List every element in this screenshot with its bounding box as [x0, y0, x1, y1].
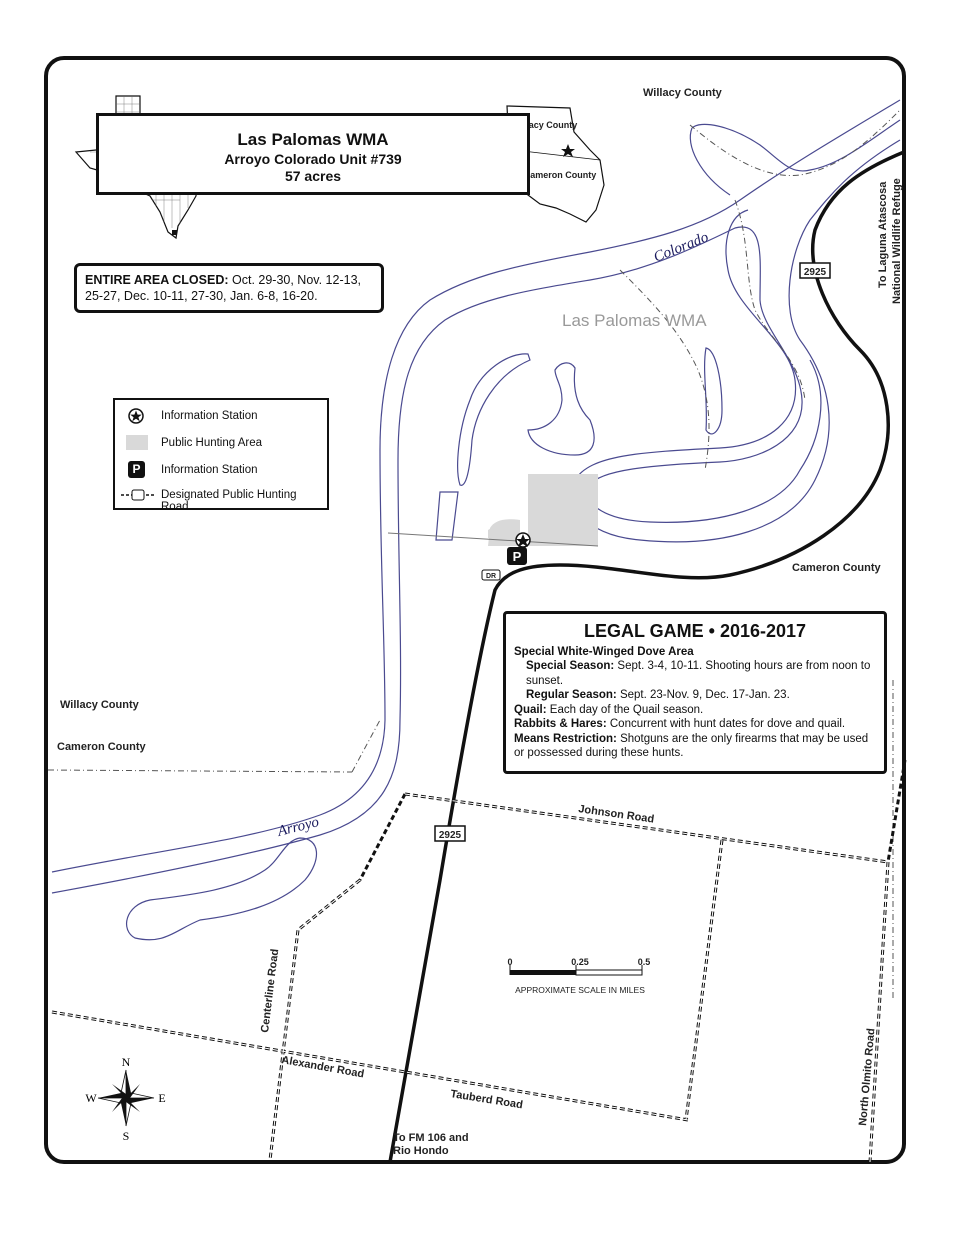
scale-bar: 0 0.25 0.5 APPROXIMATE SCALE IN MILES	[507, 957, 650, 995]
label-willacy-left: Willacy County	[60, 699, 140, 711]
map-frame	[44, 56, 906, 1164]
label-wma: Las Palomas WMA	[562, 311, 707, 330]
compass-rose-icon: N S E W	[85, 1055, 165, 1143]
svg-text:W: W	[85, 1091, 97, 1105]
oxbow-lake	[457, 353, 531, 486]
info-station-star	[515, 532, 531, 548]
legal-game-box: LEGAL GAME • 2016-2017 Special White-Win…	[503, 611, 887, 774]
svg-text:2925: 2925	[439, 830, 462, 841]
svg-text:N: N	[122, 1055, 131, 1069]
label-laguna-1: To Laguna Atascosa	[877, 181, 889, 288]
legal-game-title: LEGAL GAME • 2016-2017	[583, 621, 807, 641]
hwy-shield-top: 2925	[799, 262, 831, 279]
legend-item-info-station: Information Station	[115, 406, 327, 426]
unit-subtitle: Arroyo Colorado Unit #739	[224, 151, 402, 167]
regular-season: Regular Season: Sept. 23-Nov. 9, Dec. 17…	[526, 689, 790, 701]
quail-season: Quail: Each day of the Quail season.	[514, 703, 704, 716]
means-restriction: Means Restriction: Shotguns are the only…	[514, 732, 869, 760]
dr-marker: DR	[481, 569, 501, 581]
label-fm106-2: Rio Hondo	[393, 1145, 449, 1157]
title-box: Las Palomas WMA Arroyo Colorado Unit #73…	[96, 113, 530, 195]
label-laguna-2: National Wildlife Refuge	[891, 178, 903, 304]
legend-box: Information Station Public Hunting Area …	[113, 398, 329, 513]
star-circle-icon	[128, 408, 144, 424]
map-title: Las Palomas WMA	[237, 130, 389, 149]
label-fm106-1: To FM 106 and	[393, 1132, 469, 1144]
label-cameron-left: Cameron County	[57, 741, 147, 753]
svg-text:APPROXIMATE SCALE IN MILES: APPROXIMATE SCALE IN MILES	[515, 985, 645, 995]
svg-text:2925: 2925	[804, 267, 827, 278]
arroyo-colorado-river	[51, 99, 901, 873]
svg-text:0.5: 0.5	[638, 957, 651, 967]
closure-label: ENTIRE AREA CLOSED:	[85, 273, 229, 287]
svg-text:P: P	[513, 549, 522, 564]
svg-text:Willacy County: Willacy County	[513, 120, 577, 130]
svg-text:Cameron County: Cameron County	[524, 170, 597, 180]
legend-item-hunting-road: Designated Public Hunting Road	[115, 485, 327, 513]
parking-marker: P	[507, 547, 527, 565]
svg-text:0.25: 0.25	[571, 957, 589, 967]
gray-square-icon	[126, 435, 148, 450]
parking-p-icon: P	[128, 461, 145, 478]
acres-label: 57 acres	[284, 168, 342, 184]
closure-dates: Oct. 29-30, Nov. 12-13, 25-27, Dec. 10-1…	[85, 273, 362, 303]
closure-box: ENTIRE AREA CLOSED: Oct. 29-30, Nov. 12-…	[74, 263, 384, 313]
special-season: Special Season: Sept. 3-4, 10-11. Shooti…	[526, 660, 871, 687]
svg-text:E: E	[158, 1091, 165, 1105]
legend-item-hunting-area: Public Hunting Area	[115, 433, 327, 453]
county-inset-map: Willacy County Cameron County	[506, 105, 605, 223]
svg-text:0: 0	[507, 957, 512, 967]
svg-text:S: S	[123, 1129, 130, 1143]
dove-area-heading: Special White-Winged Dove Area	[514, 645, 694, 658]
rabbits-season: Rabbits & Hares: Concurrent with hunt da…	[514, 718, 846, 730]
dashed-road-icon	[121, 489, 155, 501]
svg-text:DR: DR	[486, 573, 496, 580]
highway-2925	[388, 150, 905, 1163]
label-cameron-right: Cameron County	[792, 562, 882, 574]
label-willacy-top: Willacy County	[643, 87, 723, 99]
hwy-shield-bottom: 2925	[434, 825, 466, 842]
legend-item-parking: P Information Station	[115, 460, 327, 480]
